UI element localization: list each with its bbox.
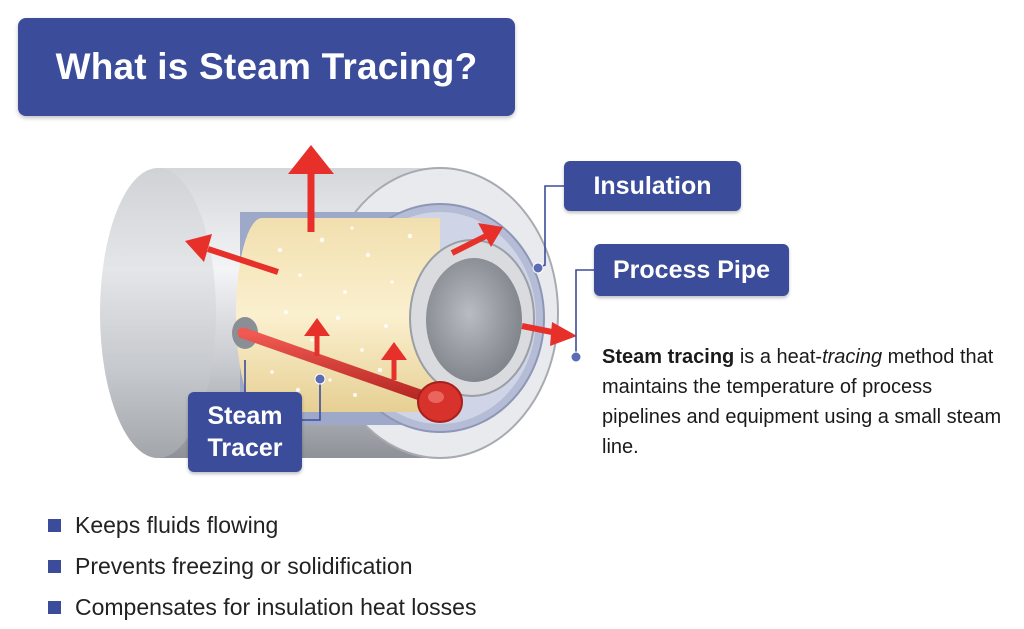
list-item-text: Prevents freezing or solidification xyxy=(75,553,413,579)
bullet-square-icon xyxy=(48,560,61,573)
heat-arrow-tracer-1 xyxy=(304,318,330,356)
heat-arrow-up xyxy=(288,145,334,232)
leader-dots xyxy=(314,262,582,385)
heat-arrows xyxy=(185,145,577,380)
heat-arrow-tracer-2 xyxy=(381,342,407,380)
process-pipe-end xyxy=(409,239,535,397)
description-text: Steam tracing is a heat-tracing method t… xyxy=(602,342,1012,462)
process-pipe-leader xyxy=(575,269,594,355)
description-bold: Steam tracing xyxy=(602,346,735,368)
process-fluid xyxy=(236,218,440,412)
steam-tracer-label-line1: Steam xyxy=(207,402,283,430)
list-item: Compensates for insulation heat losses xyxy=(48,587,476,628)
list-item-text: Keeps fluids flowing xyxy=(75,512,279,538)
tracer-leader-body xyxy=(302,380,321,421)
bullet-square-icon xyxy=(48,601,61,614)
steam-tracer-label: Steam Tracer xyxy=(188,392,302,472)
heat-arrow-upper-right xyxy=(450,223,503,256)
steam-tracer-label-line2: Tracer xyxy=(207,434,283,462)
benefit-list: Keeps fluids flowing Prevents freezing o… xyxy=(48,505,476,628)
list-item-text: Compensates for insulation heat losses xyxy=(75,594,477,620)
steam-tracer-line xyxy=(232,317,463,423)
heat-arrow-right xyxy=(521,322,577,346)
description-part1: is a heat- xyxy=(734,346,823,368)
list-item: Prevents freezing or solidification xyxy=(48,546,476,587)
page-title: What is Steam Tracing? xyxy=(18,18,515,116)
list-item: Keeps fluids flowing xyxy=(48,505,476,546)
process-pipe-label: Process Pipe xyxy=(594,244,789,296)
description-part2: method that maintains the temperature of… xyxy=(602,346,1002,458)
bullet-square-icon xyxy=(48,519,61,532)
insulation-label: Insulation xyxy=(564,161,741,211)
heat-arrow-left xyxy=(185,234,279,275)
description-italic: tracing xyxy=(822,346,883,368)
